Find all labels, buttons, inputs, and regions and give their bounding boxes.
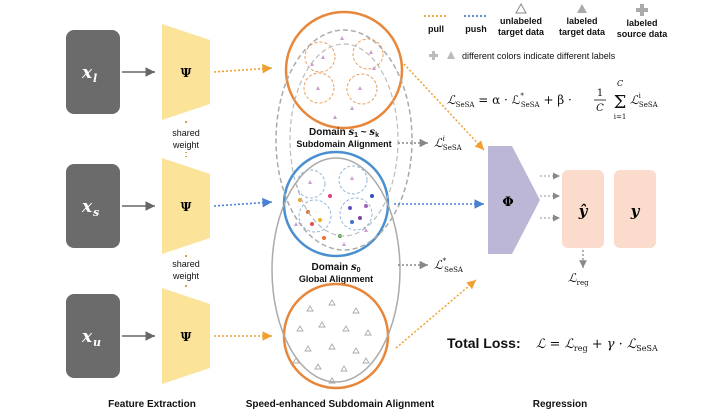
svg-text:C: C	[617, 79, 623, 88]
input-xu-sub: u	[93, 336, 101, 349]
ground-truth-box: y	[614, 170, 656, 248]
legend-labeled-target-icon	[577, 4, 587, 13]
label-sesa-star: ℒ*SeSA	[434, 257, 464, 274]
shared-weight-bottom-line2: weight	[172, 271, 200, 281]
input-box-xl: x l	[66, 30, 120, 114]
svg-text:Σ: Σ	[614, 92, 627, 113]
global-title: Domain s0	[312, 262, 361, 274]
legend-unlabeled-icon	[515, 2, 527, 14]
section-regression: Regression	[533, 399, 587, 410]
encoder-mid: Ψ	[162, 158, 210, 254]
global-subtitle: Global Alignment	[299, 274, 373, 284]
section-subdomain-alignment: Speed-enhanced Subdomain Alignment	[246, 399, 435, 410]
shared-weight-top-line1: shared	[172, 128, 200, 138]
input-box-xu: x u	[66, 294, 120, 378]
push-ellipse	[271, 157, 401, 383]
legend-cross-icon	[429, 51, 438, 60]
svg-text:ℒSeSA = α · ℒ*SeSA + β ·: ℒSeSA = α · ℒ*SeSA + β ·	[447, 92, 572, 109]
svg-text:i=1: i=1	[614, 113, 627, 121]
arrow-encoder-top-to-subdomain	[213, 63, 273, 74]
encoder-top: Ψ	[162, 24, 210, 120]
legend-push: push	[465, 24, 487, 34]
regressor-block: Φ	[488, 146, 540, 254]
unlabeled-circle	[282, 282, 390, 390]
legend-labeled-target-1: labeled	[566, 16, 597, 26]
shared-weight-top-line2: weight	[172, 140, 200, 150]
input-xl-sub: l	[93, 72, 97, 85]
input-xu-base: x	[81, 327, 93, 347]
svg-text:Total Loss:: Total Loss:	[447, 335, 521, 351]
encoder-bottom: Ψ	[162, 288, 210, 384]
legend-labeled-source-icon	[636, 4, 648, 16]
legend: pull push unlabeled target data labeled …	[424, 2, 669, 61]
legend-colors-note: different colors indicate different labe…	[462, 51, 616, 61]
pull-ellipse-inner	[289, 43, 399, 237]
encoder-bottom-symbol: Ψ	[181, 330, 192, 344]
global-circle	[282, 150, 390, 258]
input-xs-sub: s	[93, 206, 99, 219]
legend-labeled-source-1: labeled	[626, 18, 657, 28]
section-feature-extraction: Feature Extraction	[108, 399, 196, 410]
legend-labeled-source-2: source data	[617, 29, 669, 39]
regressor-symbol: Φ	[502, 195, 513, 210]
legend-pull: pull	[428, 24, 444, 34]
shared-weight-bottom-line1: shared	[172, 259, 200, 269]
encoder-mid-symbol: Ψ	[181, 200, 192, 214]
legend-labeled-target-2: target data	[559, 27, 606, 37]
ground-truth-symbol: y	[630, 202, 641, 220]
input-box-xs: x s	[66, 164, 120, 248]
encoder-top-symbol: Ψ	[181, 66, 192, 80]
legend-unlabeled-2: target data	[498, 27, 545, 37]
label-reg-loss: ℒreg	[568, 271, 589, 287]
subdomain-subtitle: Subdomain Alignment	[296, 139, 391, 149]
prediction-box: ŷ	[562, 170, 604, 248]
arrow-encoder-mid-to-global	[213, 197, 273, 208]
pull-ellipse-left	[275, 29, 413, 251]
input-xs-base: x	[81, 197, 93, 217]
svg-text:1: 1	[597, 88, 603, 99]
legend-unlabeled-1: unlabeled	[500, 16, 542, 26]
total-loss: Total Loss: ℒ = ℒreg + γ · ℒSeSA	[447, 335, 658, 353]
arrow-subdomain-to-regressor	[403, 63, 485, 151]
prediction-symbol: ŷ	[578, 202, 589, 220]
svg-text:C: C	[596, 103, 604, 114]
subdomain-title: Domain s1 ~ sk	[309, 127, 379, 139]
input-xl-base: x	[81, 63, 93, 83]
arrow-unlabeled-to-regressor	[395, 279, 477, 349]
legend-tri-icon	[447, 51, 455, 59]
svg-text:ℒ = ℒreg + γ · ℒSeSA: ℒ = ℒreg + γ · ℒSeSA	[536, 337, 658, 353]
